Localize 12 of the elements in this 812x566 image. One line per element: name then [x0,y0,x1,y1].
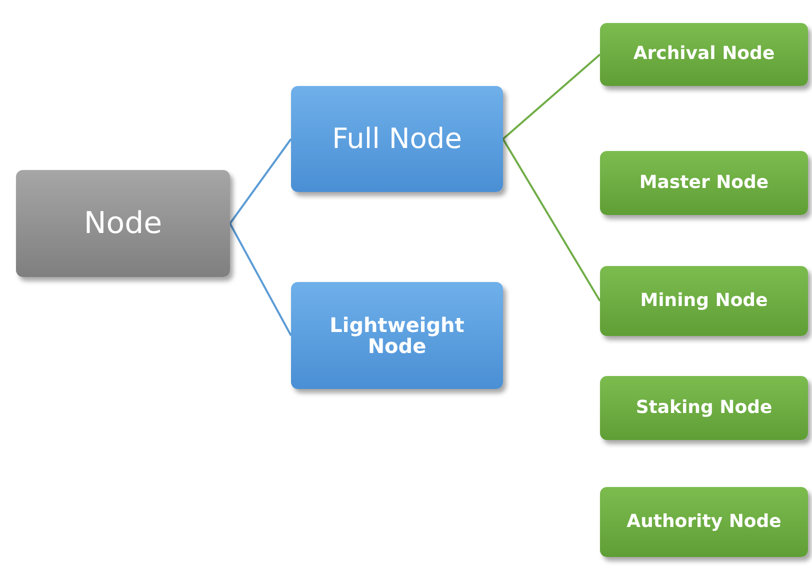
category-box: Full Node [291,86,503,192]
category-box: Lightweight Node [291,282,503,389]
type-box: Authority Node [600,487,808,557]
connector-line [229,138,292,224]
connector-line [502,54,601,140]
type-box: Mining Node [600,266,808,336]
root-node-box: Node [16,170,230,277]
type-box: Master Node [600,151,808,215]
connector-line [502,138,601,302]
connector-line [229,223,292,336]
type-box: Archival Node [600,23,808,86]
type-box: Staking Node [600,376,808,440]
